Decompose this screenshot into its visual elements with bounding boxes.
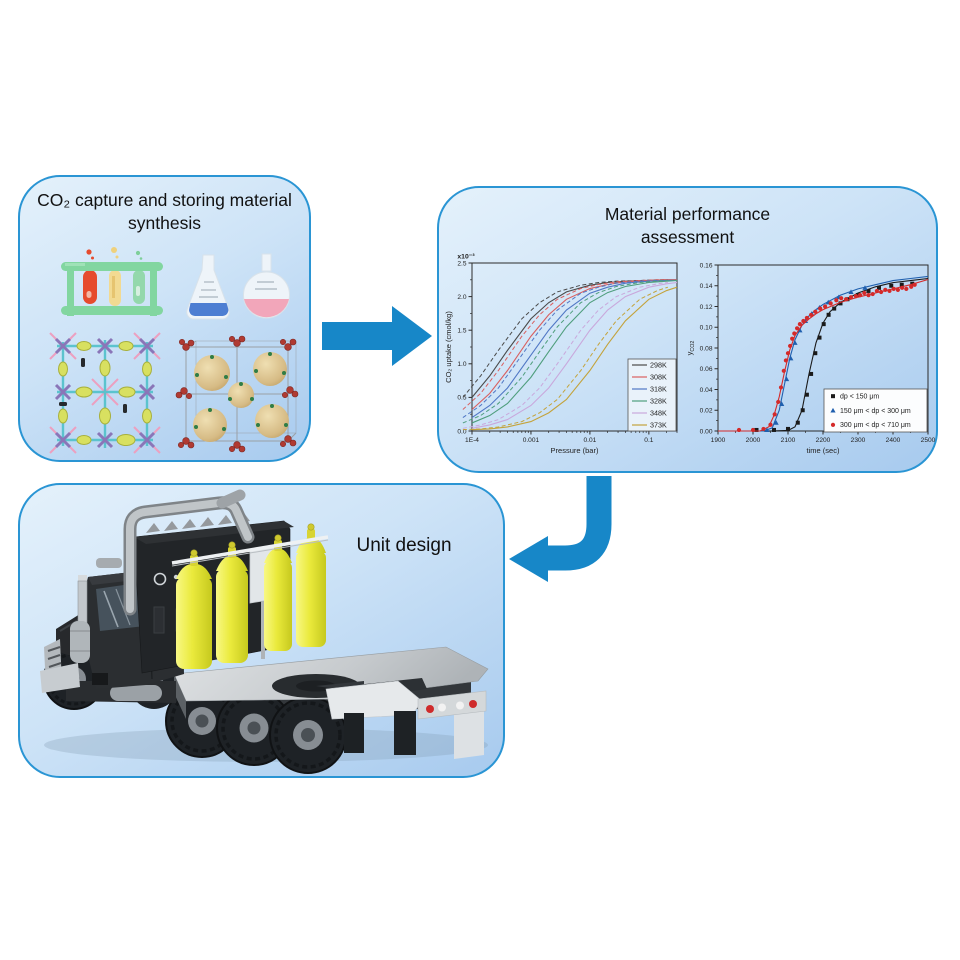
breakthrough-xlabel: time (sec) bbox=[807, 446, 840, 455]
isotherms-series-328K bbox=[462, 279, 678, 424]
arrow-down-left-shaft bbox=[547, 476, 612, 571]
isotherms-series-308K bbox=[462, 279, 677, 410]
svg-text:dp < 150 μm: dp < 150 μm bbox=[840, 394, 879, 401]
truck-rear-fender bbox=[325, 680, 487, 759]
svg-text:2500: 2500 bbox=[921, 437, 936, 444]
svg-text:1E-4: 1E-4 bbox=[465, 437, 479, 444]
isotherms-series-318K bbox=[462, 279, 677, 419]
svg-text:348K: 348K bbox=[650, 408, 667, 417]
svg-text:2.5: 2.5 bbox=[457, 260, 466, 267]
arrow-right-shape bbox=[322, 306, 432, 366]
svg-text:0.001: 0.001 bbox=[523, 437, 540, 444]
arrow-down-left-head bbox=[509, 536, 548, 582]
arrow-right-icon bbox=[322, 306, 432, 366]
svg-text:300 μm < dp < 710 μm: 300 μm < dp < 710 μm bbox=[840, 422, 911, 429]
breakthrough-ylabel: yCO2 bbox=[685, 341, 696, 356]
mof-structure-a bbox=[49, 332, 161, 454]
svg-text:318K: 318K bbox=[650, 384, 667, 393]
svg-text:1.0: 1.0 bbox=[457, 361, 466, 368]
svg-text:2300: 2300 bbox=[851, 437, 866, 444]
svg-text:2200: 2200 bbox=[816, 437, 831, 444]
svg-text:0.1: 0.1 bbox=[644, 437, 653, 444]
svg-text:2100: 2100 bbox=[781, 437, 796, 444]
svg-text:308K: 308K bbox=[650, 372, 667, 381]
breakthrough-series-dp < 150 μm bbox=[718, 277, 929, 432]
isotherms-legend: 298K 308K 318K 328K 348K 373K bbox=[627, 358, 677, 432]
mof-structure-b bbox=[175, 335, 299, 453]
truck-rear-mudflap bbox=[454, 711, 484, 759]
breakthrough-series-300 μm < dp < 710 μm bbox=[718, 279, 929, 433]
isotherms-series-348K bbox=[462, 281, 678, 429]
truck-pipe-arch bbox=[123, 489, 255, 616]
svg-text:0.14: 0.14 bbox=[700, 283, 713, 290]
svg-text:0.5: 0.5 bbox=[457, 395, 466, 402]
isotherms-ylabel: CO₂ uptake (cmol/kg) bbox=[444, 311, 453, 383]
truck-exhaust-stack bbox=[70, 575, 90, 663]
svg-text:0.0: 0.0 bbox=[457, 428, 466, 435]
synthesis-title-line1: CO₂ capture and storing material bbox=[37, 190, 292, 210]
truck-wheel bbox=[269, 696, 347, 774]
synthesis-title-line2: synthesis bbox=[128, 213, 201, 234]
isotherms-xlabel: Pressure (bar) bbox=[551, 446, 599, 455]
cylinder-crossbar bbox=[171, 535, 329, 565]
test-tube-rack-icon bbox=[61, 247, 163, 316]
svg-text:373K: 373K bbox=[650, 420, 667, 429]
assessment-title-line2: assessment bbox=[640, 227, 735, 248]
svg-text:0.04: 0.04 bbox=[700, 387, 713, 394]
assessment-title: Material performance assessment bbox=[439, 203, 936, 249]
synthesis-box: CO₂ capture and storing material synthes… bbox=[18, 175, 311, 462]
svg-text:150 μm < dp < 300 μm: 150 μm < dp < 300 μm bbox=[840, 408, 911, 415]
truck-rear-bumper bbox=[417, 690, 487, 720]
svg-text:298K: 298K bbox=[650, 360, 667, 369]
svg-text:0.02: 0.02 bbox=[700, 408, 713, 415]
svg-text:0.06: 0.06 bbox=[700, 366, 713, 373]
svg-text:2400: 2400 bbox=[886, 437, 901, 444]
svg-text:0.08: 0.08 bbox=[700, 345, 713, 352]
svg-text:1.5: 1.5 bbox=[457, 328, 466, 335]
svg-text:0.16: 0.16 bbox=[700, 262, 713, 269]
breakthrough-legend: dp < 150 μm 150 μm < dp < 300 μm 300 μm < … bbox=[823, 388, 928, 433]
co2-transport-truck-illustration bbox=[40, 489, 489, 774]
isotherms-series-373K bbox=[462, 286, 678, 431]
truck-flatbed bbox=[173, 646, 489, 719]
gas-cylinders bbox=[171, 523, 329, 669]
synthesis-title: CO₂ capture and storing material synthes… bbox=[20, 189, 309, 235]
unit-design-title: Unit design bbox=[356, 535, 452, 556]
breakthrough-chart: 1900 2000 2100 2200 2300 2400 2500 0.00 0.02 0.04… bbox=[685, 262, 936, 455]
svg-text:0.01: 0.01 bbox=[583, 437, 596, 444]
svg-text:0.12: 0.12 bbox=[700, 304, 713, 311]
svg-text:2.0: 2.0 bbox=[457, 294, 466, 301]
svg-text:0.00: 0.00 bbox=[700, 428, 713, 435]
gas-cylinder bbox=[216, 541, 248, 663]
flasks-group bbox=[186, 253, 290, 320]
arrow-down-left-icon bbox=[509, 476, 612, 582]
erlenmeyer-flask-icon bbox=[186, 254, 230, 320]
svg-text:2000: 2000 bbox=[746, 437, 761, 444]
isotherm-chart: 1E-4 0.001 0.01 0.1 0.0 0.5 1.0 1.5 2.0 2.5Pressu… bbox=[444, 254, 678, 455]
isotherms-multiplier: x10⁻³ bbox=[457, 254, 475, 261]
assessment-title-line1: Material performance bbox=[604, 204, 771, 224]
svg-text:328K: 328K bbox=[650, 396, 667, 405]
svg-text:1900: 1900 bbox=[711, 437, 726, 444]
unit-design-box: Unit design bbox=[18, 483, 505, 778]
svg-text:0.10: 0.10 bbox=[700, 325, 713, 332]
round-bottom-flask-icon bbox=[243, 253, 290, 319]
